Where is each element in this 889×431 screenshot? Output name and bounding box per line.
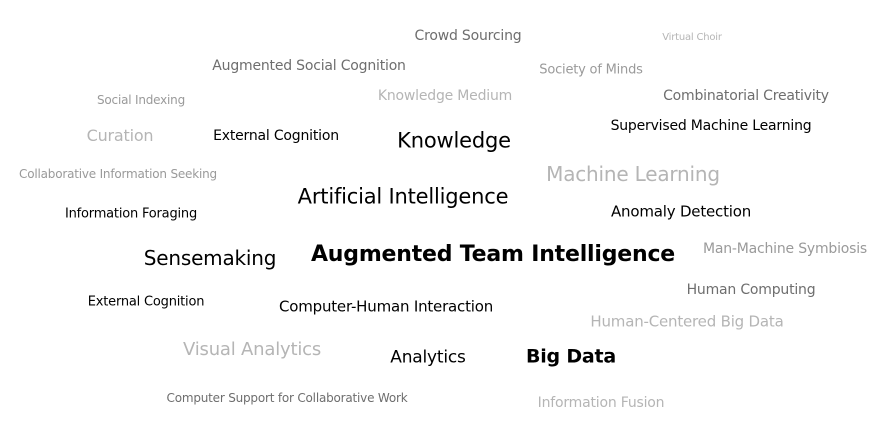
- word-augmented-social-cognition: Augmented Social Cognition: [212, 58, 406, 74]
- word-supervised-machine-learning: Supervised Machine Learning: [610, 118, 812, 134]
- word-big-data: Big Data: [525, 345, 617, 368]
- word-computer-support-for-collaborative-work: Computer Support for Collaborative Work: [166, 391, 408, 405]
- word-visual-analytics: Visual Analytics: [183, 339, 321, 360]
- word-augmented-team-intelligence: Augmented Team Intelligence: [310, 242, 676, 267]
- word-social-indexing: Social Indexing: [97, 93, 185, 107]
- word-human-centered-big-data: Human-Centered Big Data: [590, 312, 784, 331]
- word-information-fusion: Information Fusion: [537, 395, 665, 411]
- word-society-of-minds: Society of Minds: [539, 62, 643, 78]
- word-curation: Curation: [86, 126, 154, 145]
- word-information-foraging: Information Foraging: [64, 206, 198, 222]
- word-man-machine-symbiosis: Man-Machine Symbiosis: [702, 241, 868, 257]
- word-virtual-choir: Virtual Choir: [662, 32, 722, 43]
- word-external-cognition-2: External Cognition: [87, 294, 205, 310]
- word-knowledge-medium: Knowledge Medium: [377, 88, 513, 104]
- word-analytics: Analytics: [390, 347, 466, 368]
- word-combinatorial-creativity: Combinatorial Creativity: [663, 88, 829, 104]
- word-anomaly-detection: Anomaly Detection: [610, 202, 752, 221]
- word-sensemaking: Sensemaking: [143, 246, 277, 270]
- word-collaborative-information-seeking: Collaborative Information Seeking: [19, 167, 217, 181]
- word-external-cognition-1: External Cognition: [213, 128, 339, 144]
- word-knowledge: Knowledge: [397, 128, 511, 153]
- word-machine-learning: Machine Learning: [546, 162, 720, 186]
- word-crowd-sourcing: Crowd Sourcing: [414, 28, 522, 44]
- word-artificial-intelligence: Artificial Intelligence: [297, 184, 509, 209]
- word-human-computing: Human Computing: [686, 282, 816, 298]
- word-computer-human-interaction: Computer-Human Interaction: [278, 297, 494, 316]
